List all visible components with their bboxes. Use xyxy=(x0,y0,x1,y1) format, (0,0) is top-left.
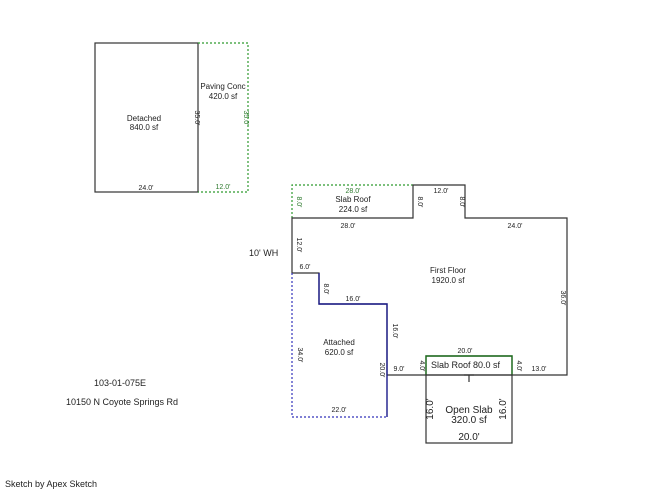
property-address: 10150 N Coyote Springs Rd xyxy=(66,397,178,407)
attached-right-dim: 20.0' xyxy=(378,363,385,378)
attached-shared-wall xyxy=(318,273,388,417)
attached-left-dim: 34.0' xyxy=(296,348,303,363)
ff-top-right-dim: 24.0' xyxy=(508,223,523,230)
slab-roof-top-outline xyxy=(291,184,413,218)
paving-outline xyxy=(198,42,249,193)
step-width-dim: 6.0' xyxy=(299,264,310,271)
attached-top-dim: 16.0' xyxy=(346,296,361,303)
open-slab-label: Open Slab xyxy=(445,405,493,416)
slab-bottom-right-dim: 4.0' xyxy=(515,360,522,371)
slab-roof-top-label: Slab Roof xyxy=(335,195,371,204)
first-floor-area: 1920.0 sf xyxy=(432,276,466,285)
ff-top-left-dim: 28.0' xyxy=(341,223,356,230)
attached-bottom-dim: 22.0' xyxy=(332,407,347,414)
attached-mid-right-dim: 16.0' xyxy=(391,324,398,339)
ff-bottom-right-dim: 13.0' xyxy=(532,366,547,373)
attached-label: Attached xyxy=(323,338,355,347)
parcel-id: 103-01-075E xyxy=(94,378,146,388)
detached-label: Detached xyxy=(127,114,161,123)
paving-area: 420.0 sf xyxy=(209,92,238,101)
slab-roof-bottom-outline xyxy=(425,355,513,375)
open-slab-left-dim: 16.0' xyxy=(425,398,436,419)
detached-outline xyxy=(94,42,199,193)
slab-bottom-left-dim: 4.0' xyxy=(418,360,425,371)
open-slab-bottom-dim: 20.0' xyxy=(458,432,479,443)
notch-right-dim: 8.0' xyxy=(458,196,465,207)
slab-roof-top-area: 224.0 sf xyxy=(339,205,368,214)
ff-right-dim: 36.0' xyxy=(559,291,566,306)
water-heater-callout: 10' WH xyxy=(249,248,278,258)
slab-top-right-dim: 8.0' xyxy=(416,196,423,207)
paving-label: Paving Conc xyxy=(200,82,245,91)
first-floor-label: First Floor xyxy=(430,266,466,275)
slab-roof-bottom-label: Slab Roof xyxy=(431,360,471,370)
slab-top-width-dim: 28.0' xyxy=(346,188,361,195)
attached-area: 620.0 sf xyxy=(325,348,354,357)
slab-roof-bottom-area: 80.0 sf xyxy=(473,360,501,370)
open-slab-right-dim: 16.0' xyxy=(498,398,509,419)
detached-area: 840.0 sf xyxy=(130,123,159,132)
detached-width-dim: 24.0' xyxy=(139,185,154,192)
open-slab-area: 320.0 sf xyxy=(451,415,487,426)
step-height-dim: 8.0' xyxy=(322,283,329,294)
detached-height-dim: 35.0' xyxy=(193,111,200,126)
attached-outline xyxy=(291,273,387,418)
notch-width-dim: 12.0' xyxy=(434,188,449,195)
paving-width-dim: 12.0' xyxy=(216,184,231,191)
paving-height-dim: 35.0' xyxy=(242,111,249,126)
slab-bottom-width-dim: 20.0' xyxy=(458,348,473,355)
slab-top-left-dim: 8.0' xyxy=(295,196,302,207)
ff-left-dim: 12.0' xyxy=(295,238,302,253)
sketch-credit: Sketch by Apex Sketch xyxy=(5,479,97,489)
ff-bottom-left-dim: 9.0' xyxy=(393,366,404,373)
